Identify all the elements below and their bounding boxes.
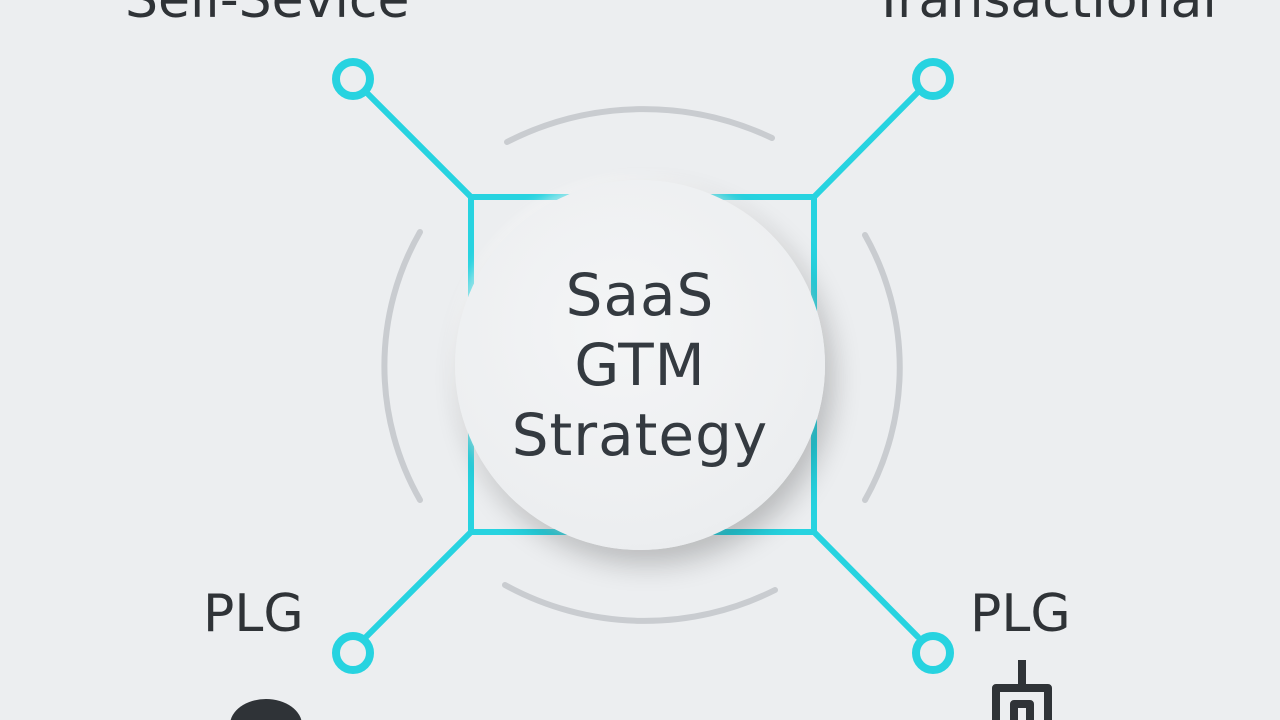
center-title: SaaS GTM Strategy [511, 261, 769, 469]
ring-arc-bottom [502, 582, 778, 624]
decorative-rings [381, 106, 903, 624]
center-hub: SaaS GTM Strategy [455, 180, 825, 550]
ring-arc-right [862, 232, 903, 503]
node-label-transactional: Transactional [873, 0, 1217, 30]
ring-arc-left [381, 229, 423, 503]
node-label-plg-left: PLG [203, 584, 304, 644]
ring-arc-top [504, 106, 775, 145]
node-terminals [332, 58, 954, 674]
node-terminal-bottom-left [332, 632, 374, 674]
node-terminal-top-left [332, 58, 374, 100]
node-label-plg-right: PLG [970, 584, 1071, 644]
connector-link-top-left [363, 89, 474, 200]
connector-link-bottom-left [363, 529, 474, 640]
node-terminal-bottom-right [912, 632, 954, 674]
person-icon [230, 699, 302, 720]
plug-icon [992, 660, 1052, 720]
node-label-self-service: Self-Sevice [125, 0, 410, 30]
node-terminal-top-right [912, 58, 954, 100]
connector-link-top-right [811, 89, 921, 200]
connector-link-bottom-right [811, 529, 921, 640]
